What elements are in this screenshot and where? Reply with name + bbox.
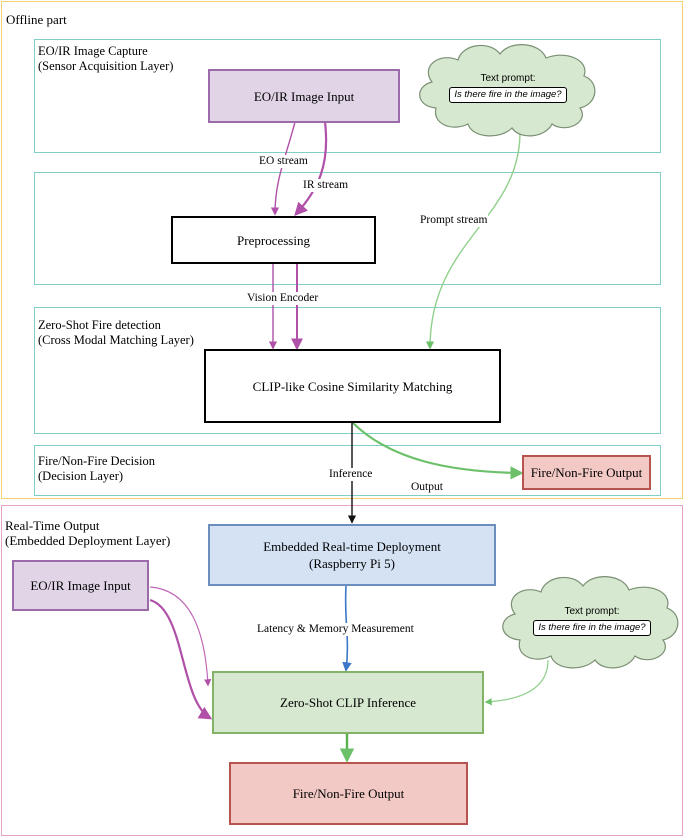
layer-cross-modal-matching-line2: (Cross Modal Matching Layer) xyxy=(38,333,194,347)
offline-output-node: Fire/Non-Fire Output xyxy=(522,455,651,490)
realtime-title-line1: Real-Time Output xyxy=(5,518,100,533)
output-arrow xyxy=(351,421,524,480)
rt-image-input-node: EO/IR Image Input xyxy=(12,560,149,611)
clip-matching-label: CLIP-like Cosine Similarity Matching xyxy=(252,378,453,394)
eo-ir-image-input-node: EO/IR Image Input xyxy=(208,69,400,123)
layer-cross-modal-matching: Zero-Shot Fire detection (Cross Modal Ma… xyxy=(34,307,661,434)
eo-stream-label: EO stream xyxy=(258,155,309,168)
preprocessing-label: Preprocessing xyxy=(237,232,310,248)
realtime-section-title: Real-Time Output (Embedded Deployment La… xyxy=(5,518,170,548)
prompt-stream-arrow xyxy=(425,131,521,350)
realtime-title-line2: (Embedded Deployment Layer) xyxy=(5,533,171,548)
inference-label: Inference xyxy=(328,468,374,481)
realtime-section xyxy=(1,505,683,836)
layer-decision-title: Fire/Non-Fire Decision (Decision Layer) xyxy=(38,454,155,484)
layer-sensor-acquisition-line2: (Sensor Acquisition Layer) xyxy=(38,59,174,73)
offline-cloud-text: Text prompt: Is there fire in the image? xyxy=(438,73,578,103)
embedded-deployment-node: Embedded Real-time Deployment (Raspberry… xyxy=(208,524,496,586)
offline-cloud-title: Text prompt: xyxy=(480,73,536,84)
preprocessing-node: Preprocessing xyxy=(171,216,376,264)
embedded-deployment-line1: Embedded Real-time Deployment xyxy=(263,539,441,554)
embedded-deployment-line2: (Raspberry Pi 5) xyxy=(309,556,395,571)
clip-inference-node: Zero-Shot CLIP Inference xyxy=(212,671,484,734)
eo-stream-arrow xyxy=(270,121,296,216)
vision-encoder-label: Vision Encoder xyxy=(246,292,320,305)
layer-sensor-acquisition-line1: EO/IR Image Capture xyxy=(38,44,148,58)
output-label: Output xyxy=(410,481,444,494)
clip-matching-node: CLIP-like Cosine Similarity Matching xyxy=(204,349,501,423)
layer-cross-modal-matching-line1: Zero-Shot Fire detection xyxy=(38,318,161,332)
layer-decision-line1: Fire/Non-Fire Decision xyxy=(38,454,155,468)
rt-prompt-arrow xyxy=(484,659,549,706)
ir-stream-arrow xyxy=(294,121,328,216)
layer-decision: Fire/Non-Fire Decision (Decision Layer) xyxy=(34,445,661,496)
latency-label: Latency & Memory Measurement xyxy=(256,623,415,636)
rt-output-node: Fire/Non-Fire Output xyxy=(229,762,468,825)
layer-cross-modal-matching-title: Zero-Shot Fire detection (Cross Modal Ma… xyxy=(38,318,194,348)
offline-section xyxy=(1,1,683,499)
offline-section-title: Offline part xyxy=(6,12,67,27)
realtime-cloud-text: Text prompt: Is there fire in the image? xyxy=(522,606,662,636)
rt-input-arrow-1 xyxy=(149,586,212,687)
realtime-cloud-prompt: Is there fire in the image? xyxy=(533,620,651,636)
clip-inference-label: Zero-Shot CLIP Inference xyxy=(280,695,416,710)
layer-decision-line2: (Decision Layer) xyxy=(38,469,124,483)
offline-output-label: Fire/Non-Fire Output xyxy=(530,465,643,480)
ir-stream-label: IR stream xyxy=(302,179,350,192)
realtime-cloud-title: Text prompt: xyxy=(564,606,620,617)
rt-output-label: Fire/Non-Fire Output xyxy=(292,786,405,801)
rt-image-input-label: EO/IR Image Input xyxy=(30,578,131,593)
layer-preprocessing xyxy=(34,172,661,285)
layer-sensor-acquisition-title: EO/IR Image Capture (Sensor Acquisition … xyxy=(38,44,173,74)
offline-cloud-prompt: Is there fire in the image? xyxy=(449,87,567,103)
prompt-stream-label: Prompt stream xyxy=(419,214,489,227)
eo-ir-image-input-label: EO/IR Image Input xyxy=(253,88,355,104)
rt-input-arrow-2 xyxy=(149,598,213,720)
layer-sensor-acquisition: EO/IR Image Capture (Sensor Acquisition … xyxy=(34,39,661,153)
